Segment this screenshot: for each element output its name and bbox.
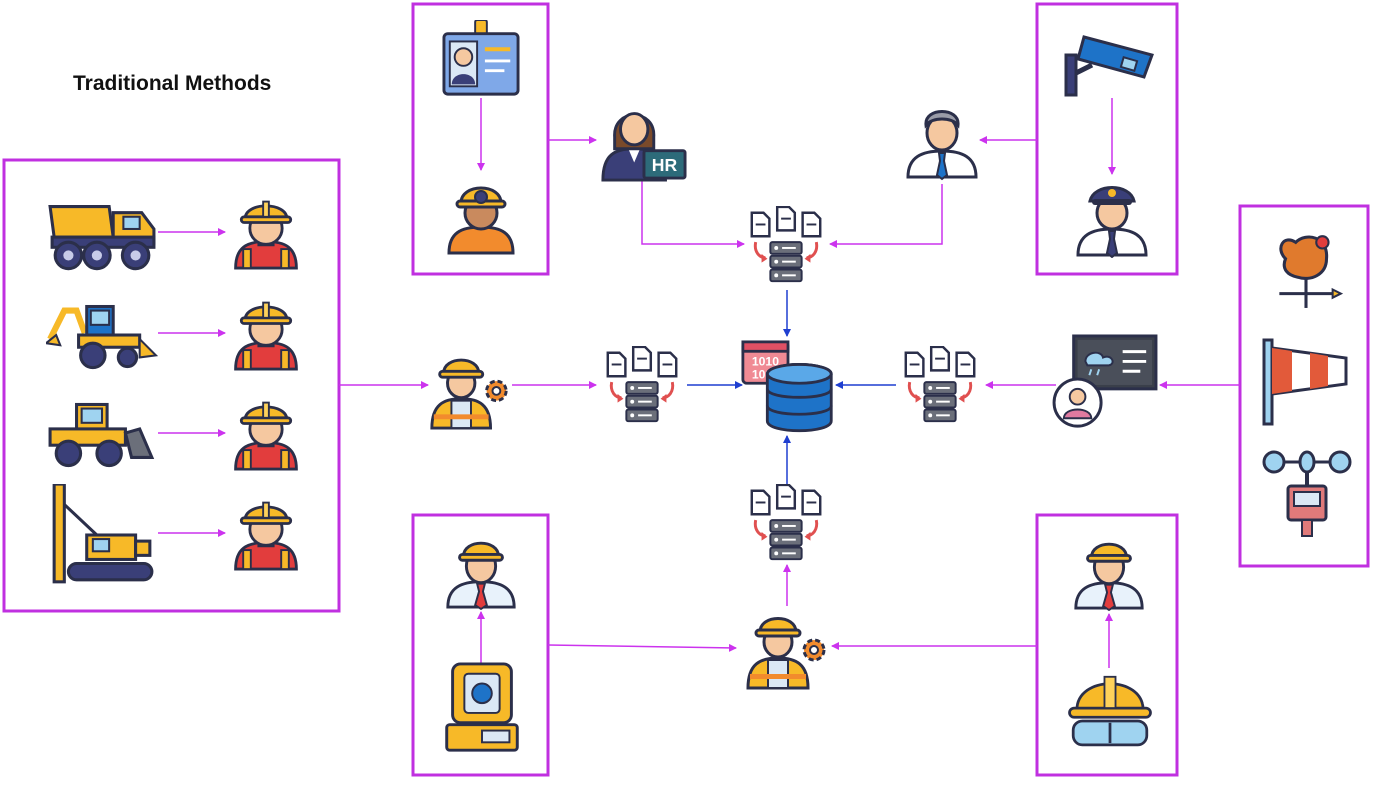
construction-worker-icon <box>234 501 298 571</box>
construction-worker-icon <box>234 401 298 471</box>
weather-monitor-icon <box>1052 334 1158 428</box>
document-server-icon <box>750 206 822 283</box>
supervisor-icon <box>906 109 978 181</box>
weather-group-box <box>1238 204 1370 568</box>
miner-icon <box>447 186 515 255</box>
document-server-icon <box>750 484 822 561</box>
page-title: Traditional Methods <box>73 72 272 95</box>
surveyor-engineer-icon <box>446 541 516 611</box>
flow-arrow <box>641 178 745 248</box>
security-guard-icon <box>1076 185 1148 258</box>
site-manager-icon <box>746 617 826 690</box>
document-server-icon <box>904 346 976 423</box>
cctv-camera-icon <box>1066 37 1152 95</box>
id-badge-icon <box>441 20 521 97</box>
hr-group-box <box>411 2 550 276</box>
flow-arrow <box>829 184 943 248</box>
flow-arrow <box>547 643 737 652</box>
safety-group-box <box>1035 513 1179 777</box>
document-server-icon <box>606 346 678 423</box>
construction-worker-icon <box>234 200 298 270</box>
safety-helmet-goggles-icon <box>1068 675 1152 747</box>
hr-manager-icon <box>601 112 687 182</box>
backhoe-loader-icon <box>46 307 156 368</box>
bulldozer-icon <box>48 402 154 468</box>
security-group-box <box>1035 2 1179 276</box>
central-database-icon <box>741 340 833 433</box>
windsock-icon <box>1262 338 1348 426</box>
safety-engineer-icon <box>1074 542 1144 612</box>
weather-vane-icon <box>1277 234 1343 310</box>
construction-worker-icon <box>234 301 298 371</box>
anemometer-icon <box>1262 450 1352 538</box>
total-station-icon <box>445 662 519 752</box>
dump-truck-icon <box>48 205 156 271</box>
pile-driver-icon <box>52 484 154 584</box>
site-manager-icon <box>430 358 508 430</box>
